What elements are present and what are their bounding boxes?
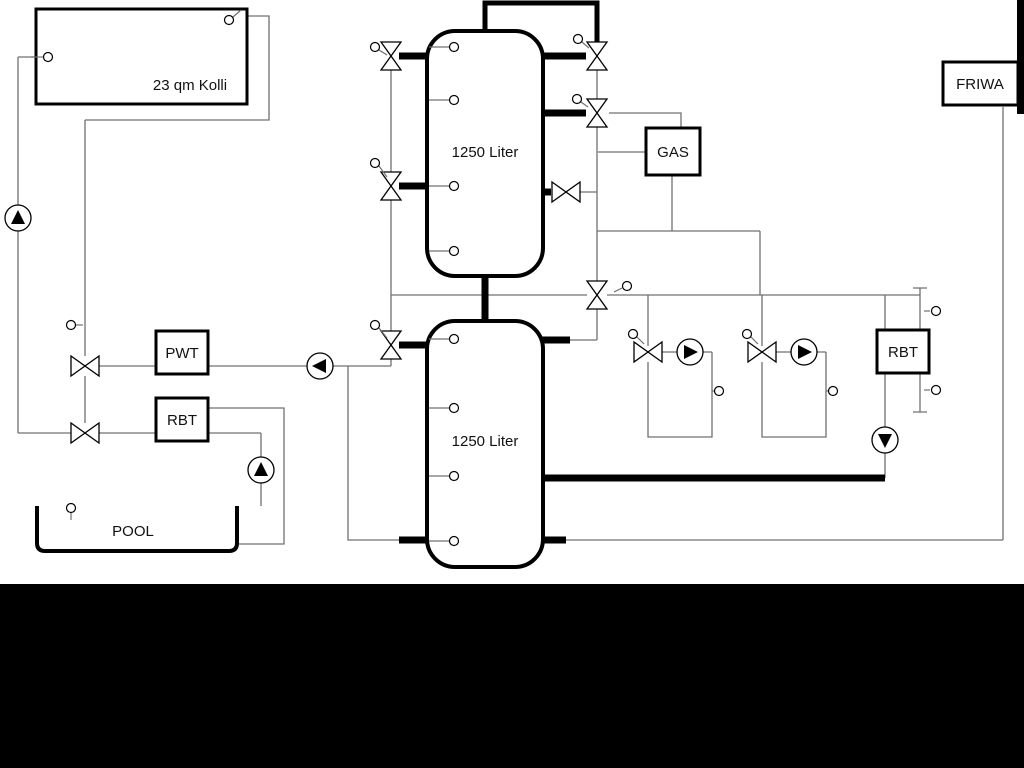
heating-supply-pipes [391,294,920,346]
pool-pump-icon [247,456,275,484]
solar-charge-pipes [208,47,399,541]
sensor-icon [713,385,725,397]
gas-boiler: GAS [644,126,702,177]
pool-vessel: POOL [35,506,239,553]
solar-collector: 23 qm Kolli [34,7,249,106]
sensor-icon [65,502,77,514]
sensor-icon [448,535,460,547]
friwa-circulation-pipes [566,107,1004,541]
boiler-circuit-pipes [580,70,761,295]
buffer-tank-lower: 1250 Liter [425,319,545,569]
pool-label: POOL [112,523,154,540]
sensor-icon [827,385,839,397]
sensor-icon [448,402,460,414]
sensor-icon [448,180,460,192]
buffer-tank-upper: 1250 Liter [425,29,545,278]
tank-upper-label: 1250 Liter [452,144,519,161]
tank-lower-label: 1250 Liter [452,433,519,450]
pwt-label: PWT [165,345,198,362]
rbt-left-label: RBT [167,412,197,429]
sensor-icon [448,41,460,53]
mixing-group-b-pipes [761,351,827,438]
circuit-a-pump-icon [676,338,704,366]
sensor-icon [621,280,633,292]
sensor-icon [223,14,235,26]
letterbox-bottom [0,584,1024,768]
rbt-left-heat-exchanger: RBT [154,396,210,443]
sensor-icon [571,93,583,105]
rbt-right-label: RBT [888,344,918,361]
friwa-label: FRIWA [956,76,1004,93]
sensor-icon [448,333,460,345]
circuit-b-pump-icon [790,338,818,366]
solar-pump-icon [4,204,32,232]
solar-left-pipes [17,15,270,434]
sensor-icon [369,319,381,331]
sensor-icon [741,328,753,340]
sensor-icon [930,384,942,396]
tank-top-pipe [482,0,600,43]
collector-label: 23 qm Kolli [153,77,227,94]
sensor-icon [448,94,460,106]
sensor-icon [448,245,460,257]
tank-stubs [399,52,885,544]
temperature-sensors [31,9,942,547]
mixing-group-a-pipes [647,351,713,438]
sensor-icon [572,33,584,45]
charge-pump-icon [306,352,334,380]
pwt-heat-exchanger: PWT [154,329,210,376]
sensor-icon [448,470,460,482]
sensor-icon [369,157,381,169]
sensor-icon [627,328,639,340]
pipe-right-edge [1017,0,1024,114]
thin-pipes [17,15,1004,545]
sensor-icon [369,41,381,53]
sensor-icon [42,51,54,63]
friwa-station: FRIWA [941,60,1020,107]
rbt-right-heat-exchanger: RBT [875,328,931,375]
rbt-return-pump-icon [871,426,899,454]
sensor-icon [65,319,77,331]
thick-pipes [399,0,885,544]
gas-label: GAS [657,144,689,161]
sensor-icon [930,305,942,317]
